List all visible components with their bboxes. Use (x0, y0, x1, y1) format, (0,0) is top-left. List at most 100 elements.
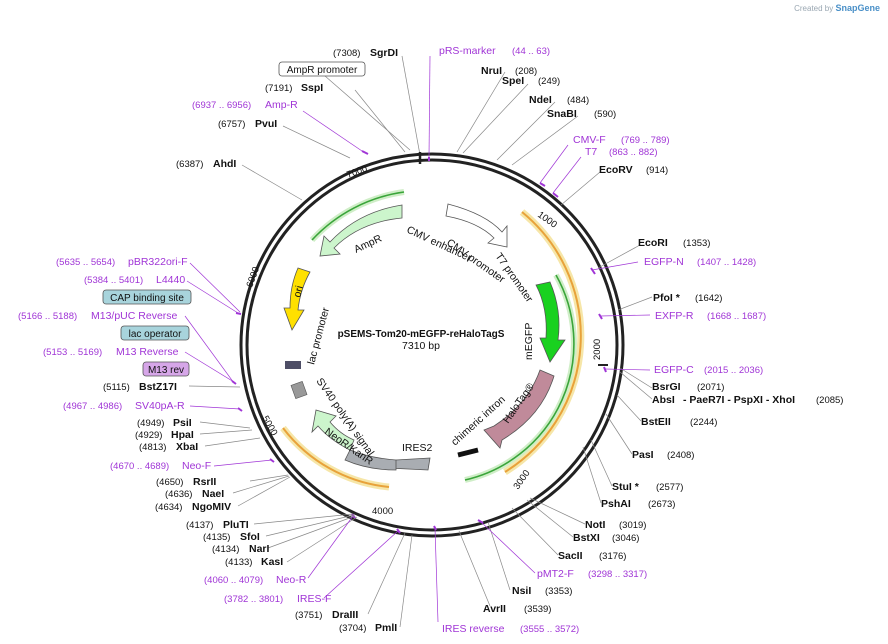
credit-prefix: Created by (794, 4, 834, 13)
enzyme-ahdi-pos: (6387) (176, 159, 203, 170)
primer-l4440-range: (5384 .. 5401) (84, 275, 143, 286)
leader-line (267, 515, 356, 549)
enzyme-ecori-pos: (1353) (683, 238, 710, 249)
leader-line (458, 530, 491, 607)
lac-region-block (285, 361, 301, 369)
enzyme-sspi: SspI (301, 82, 323, 94)
green-track-top-line (311, 191, 405, 241)
enzyme-hpai: HpaI (171, 429, 194, 441)
primer-prs-marker: pRS-marker (439, 45, 496, 57)
primer-leader (186, 280, 239, 314)
orf-arc-left-line (282, 427, 390, 488)
primer-t7-range: (863 .. 882) (609, 147, 658, 158)
cmv-arrow (445, 203, 508, 248)
primer-sv40par: SV40pA-R (135, 400, 185, 412)
leader-line (597, 244, 641, 269)
enzyme-psii: PsiI (173, 417, 192, 429)
primer-neof-range: (4670 .. 4689) (110, 461, 169, 472)
chimeric-intron-bar (457, 447, 479, 458)
enzyme-pfoi: PfoI * (653, 292, 681, 304)
leader-line (286, 516, 358, 563)
primer-leader (552, 156, 582, 194)
leader-line (616, 394, 642, 422)
label-ori: ori (291, 284, 306, 298)
label-megfp: mEGFP (523, 323, 535, 360)
primer-m13rev: M13 Reverse (116, 346, 179, 358)
primer-pmt2f-range: (3298 .. 3317) (588, 569, 647, 580)
enzyme-spei-pos: (249) (538, 76, 560, 87)
enzyme-bsrgi-pos: (2071) (697, 382, 724, 393)
primer-cmvf-range: (769 .. 789) (621, 135, 670, 146)
enzyme-ngomiv-pos: (4634) (155, 502, 182, 513)
leader-line (590, 439, 613, 487)
m13rev-label: M13 rev (148, 365, 184, 376)
backbone-inner (245, 158, 619, 532)
primer-iresf: IRES-F (297, 593, 331, 605)
tick-2000: 2000 (592, 339, 603, 360)
neor-arrow (311, 409, 355, 451)
leader-line (188, 385, 241, 388)
enzyme-ngomiv: NgoMIV (192, 501, 231, 513)
m13rev-box (142, 361, 190, 377)
primer-t7: T7 (585, 146, 597, 158)
primer-egfpc-range: (2015 .. 2036) (704, 365, 763, 376)
primer-leader (184, 351, 235, 383)
orf-arc-right-line (504, 211, 582, 473)
primer-leader (307, 515, 354, 579)
primer-m13puc-range: (5166 .. 5188) (18, 311, 77, 322)
enzyme-draiii-pos: (3751) (295, 610, 322, 621)
cap-site-box (102, 289, 192, 305)
enzyme-hpai-pos: (4929) (135, 430, 162, 441)
primer-leaders (184, 55, 651, 623)
ampr-promoter-box (278, 61, 366, 77)
enzyme-pasi-pos: (2408) (667, 450, 694, 461)
primer-pbr322: pBR322ori-F (128, 256, 188, 268)
primer-sv40par-range: (4967 .. 4986) (63, 401, 122, 412)
enzyme-pmli-pos: (3704) (339, 623, 366, 634)
enzyme-pluti: PluTI (223, 519, 249, 531)
leader-line (487, 521, 511, 591)
cap-site-label: CAP binding site (110, 293, 184, 304)
plasmid-size: 7310 bp (402, 340, 440, 352)
primer-leader (184, 315, 235, 384)
primer-neor: Neo-R (276, 574, 307, 586)
primer-l4440: L4440 (156, 274, 185, 286)
leader-line (462, 83, 529, 154)
enzyme-ahdi: AhdI (213, 158, 236, 170)
primer-iresrev-range: (3555 .. 3572) (520, 624, 579, 635)
primer-leader (428, 55, 431, 158)
primer-egfpn-range: (1407 .. 1428) (697, 257, 756, 268)
primer-neor-range: (4060 .. 4079) (204, 575, 263, 586)
primer-iresf-range: (3782 .. 3801) (224, 594, 283, 605)
enzyme-nsii-pos: (3353) (545, 586, 572, 597)
enzyme-spei: SpeI (502, 75, 524, 87)
leader-line (282, 125, 351, 159)
leader-lines (188, 55, 653, 628)
enzyme-ecorv: EcoRV (599, 164, 633, 176)
enzyme-xbai-pos: (4813) (139, 442, 166, 453)
enzyme-kasi: KasI (261, 556, 283, 568)
tick-3000: 3000 (511, 468, 532, 492)
primer-leader (591, 261, 639, 271)
leader-line (619, 367, 653, 389)
ampr-promoter-label: AmpR promoter (287, 65, 358, 76)
primer-iresrev: IRES reverse (442, 623, 505, 635)
primer-leader (479, 520, 536, 574)
enzyme-sspi-pos: (7191) (265, 83, 292, 94)
enzyme-ecori: EcoRI (638, 237, 668, 249)
leader-line (496, 101, 556, 161)
enzyme-pvui: PvuI (255, 118, 277, 130)
leader-line (253, 513, 354, 525)
enzyme-stui-pos: (2577) (656, 482, 683, 493)
primer-prs-marker-range: (44 .. 63) (512, 46, 550, 57)
leader-line (529, 497, 586, 525)
enzyme-ndei: NdeI (529, 94, 552, 106)
label-ires2: IRES2 (402, 442, 433, 454)
enzyme-avrii-pos: (3539) (524, 604, 551, 615)
enzyme-snabi: SnaBI (547, 108, 577, 120)
snapgene-brand: SnapGene (835, 3, 880, 13)
primer-mark (598, 313, 603, 320)
leader-line (511, 115, 579, 166)
enzyme-naei: NaeI (202, 488, 224, 500)
primer-ampr-range: (6937 .. 6956) (192, 100, 251, 111)
